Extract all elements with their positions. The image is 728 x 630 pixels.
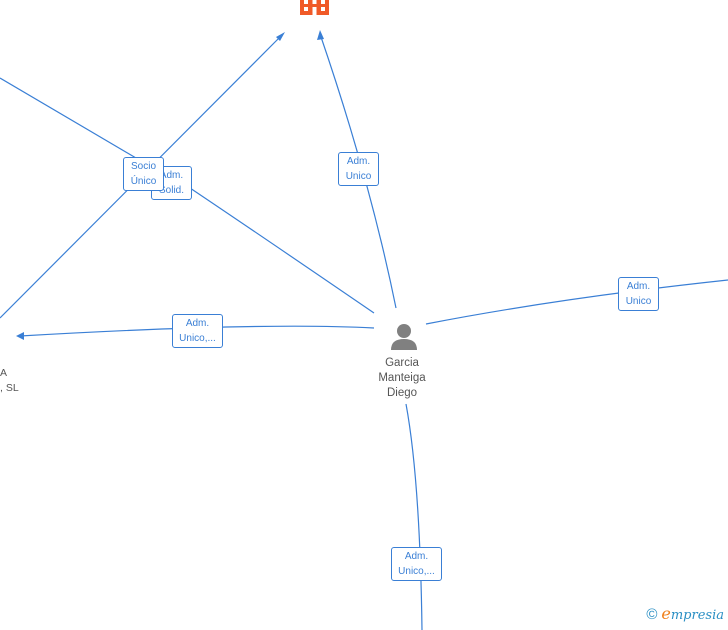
edge-label-adm-unico-left[interactable]: Adm. Unico,... (172, 314, 223, 348)
person-name-label[interactable]: Garcia Manteiga Diego (378, 357, 426, 399)
arrowhead (16, 332, 24, 340)
edge-adm-unico-right[interactable] (425, 279, 728, 325)
person-icon[interactable] (391, 324, 417, 350)
arrowhead (317, 30, 324, 40)
empresia-watermark: ©empresia (646, 604, 724, 623)
watermark-logo-text: mpresia (670, 608, 724, 623)
company-name-label-partial[interactable]: A , SL (0, 367, 19, 394)
watermark-logo-e: e (661, 604, 671, 623)
building-icon[interactable] (300, 0, 329, 15)
arrowhead (276, 32, 285, 41)
edge-left-partial-top (0, 77, 137, 159)
edge-label-adm-unico-right[interactable]: Adm. Unico (618, 277, 659, 311)
edge-adm-unico-bottom[interactable] (405, 403, 423, 630)
edge-adm-unico-left[interactable] (19, 325, 375, 337)
copyright-symbol: © (646, 606, 658, 623)
edge-label-socio-unico[interactable]: Socio Único (123, 157, 164, 191)
edge-adm-solid[interactable] (189, 187, 375, 314)
edge-label-adm-unico-top[interactable]: Adm. Unico (338, 152, 379, 186)
edge-label-adm-unico-bottom[interactable]: Adm. Unico,... (391, 547, 442, 581)
